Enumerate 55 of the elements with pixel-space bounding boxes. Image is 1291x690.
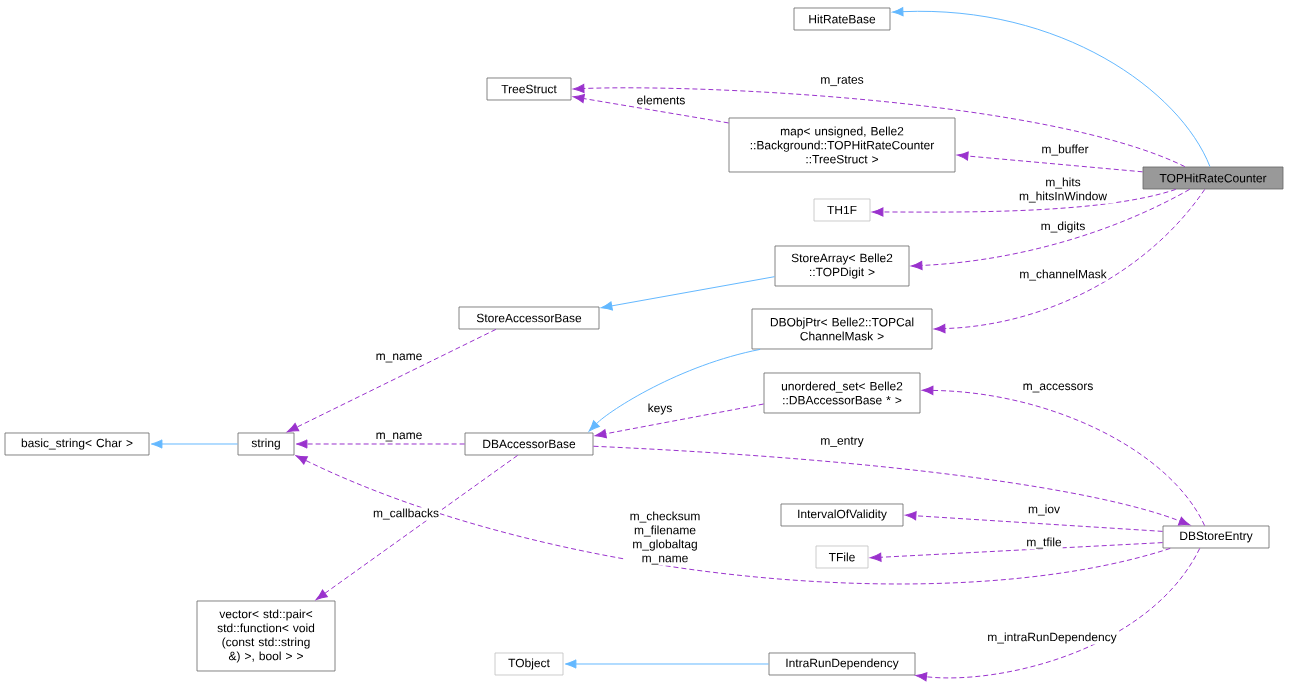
- arrow: [295, 455, 1171, 585]
- edge-label: m_callbacks: [372, 507, 440, 521]
- edge-label: m_accessors: [1021, 382, 1095, 394]
- class-box: basic_string< Char >: [4, 432, 150, 456]
- arrow: [150, 439, 239, 449]
- arrow: [921, 385, 1206, 527]
- arrow: [891, 7, 1211, 168]
- edge-label: m_rates: [819, 74, 865, 88]
- edge-label: keys: [646, 402, 674, 416]
- arrow: [956, 151, 1144, 173]
- edge-label: m_intraRunDependency: [986, 631, 1118, 645]
- class-box: IntraRunDependency: [768, 652, 916, 676]
- class-box: DBObjPtr< Belle2::TOPCal ChannelMask >: [751, 308, 933, 350]
- arrow: [904, 511, 1164, 532]
- edge-label: m_hits m_hitsInWindow: [1012, 176, 1114, 204]
- edge-label: m_name: [374, 431, 424, 443]
- class-box: TObject: [494, 652, 564, 676]
- arrow: [572, 94, 730, 124]
- class-box: unordered_set< Belle2 ::DBAccessorBase * >: [763, 372, 921, 414]
- edge-label: m_entry: [819, 435, 865, 449]
- class-box: DBAccessorBase: [464, 432, 594, 456]
- arrow: [910, 188, 1191, 271]
- arrow: [572, 83, 1186, 168]
- edge-label: m_name: [374, 352, 424, 364]
- edge-label: m_buffer: [1040, 143, 1090, 157]
- arrow: [588, 348, 761, 432]
- edge-label: elements: [635, 94, 687, 106]
- arrow: [295, 439, 466, 449]
- arrow: [594, 403, 765, 439]
- class-box: DBStoreEntry: [1162, 525, 1270, 549]
- class-box: TOPHitRateCounter: [1142, 166, 1284, 190]
- arrow: [600, 276, 776, 311]
- class-box: TreeStruct: [486, 77, 572, 101]
- edge-label: m_digits: [1039, 220, 1087, 234]
- arrow: [315, 454, 519, 600]
- edge-label: m_iov: [1027, 503, 1061, 517]
- arrow: [592, 445, 1191, 526]
- arrow: [915, 547, 1201, 682]
- arrow: [869, 542, 1164, 562]
- class-box: vector< std::pair< std::function< void (const std::string &) >, bool > >: [196, 600, 336, 672]
- edge-label: m_channelMask: [1018, 268, 1108, 282]
- arrow: [564, 659, 770, 669]
- edge-label: m_checksum m_filename m_globaltag m_name: [624, 510, 706, 566]
- arrow: [287, 328, 497, 433]
- class-box: TH1F: [813, 198, 871, 222]
- class-box: StoreAccessorBase: [458, 306, 600, 330]
- class-box: map< unsigned, Belle2 ::Background::TOPHitRateCounter ::TreeStruct >: [728, 117, 956, 173]
- class-box: StoreArray< Belle2 ::TOPDigit >: [774, 245, 910, 287]
- arrow: [871, 188, 1177, 217]
- class-box: HitRateBase: [793, 7, 891, 31]
- edge-label: m_tfile: [1025, 536, 1063, 550]
- class-box: IntervalOfValidity: [780, 503, 904, 527]
- class-box: TFile: [815, 545, 869, 569]
- class-box: string: [237, 432, 295, 456]
- arrow: [933, 188, 1206, 334]
